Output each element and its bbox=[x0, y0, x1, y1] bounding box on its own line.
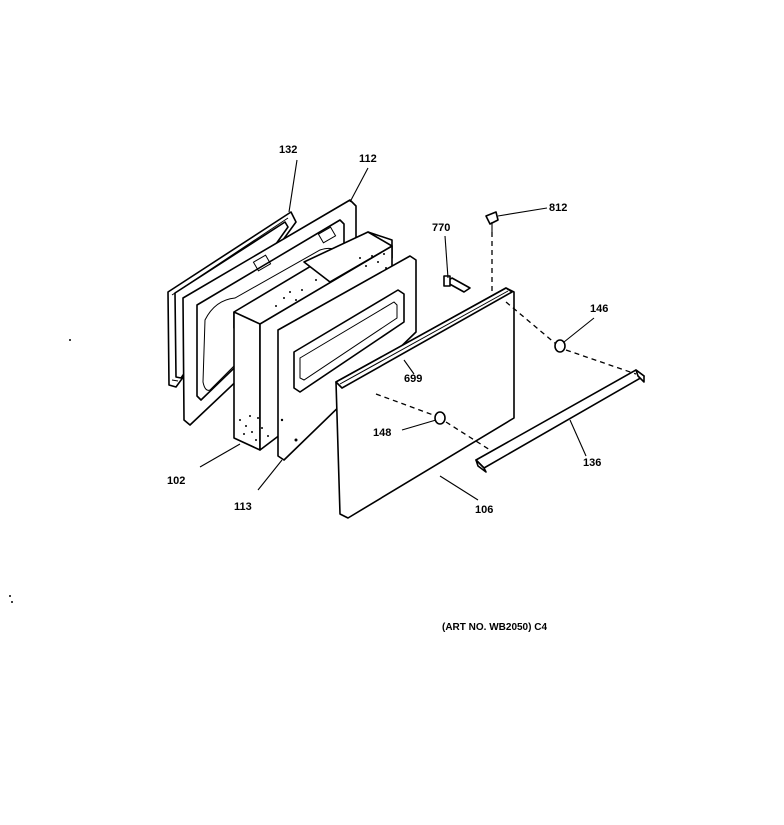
callout-699: 699 bbox=[404, 373, 422, 385]
callout-146: 146 bbox=[590, 303, 608, 315]
callout-770: 770 bbox=[432, 222, 450, 234]
screw-770 bbox=[443, 275, 471, 293]
art-number: (ART NO. WB2050) C4 bbox=[442, 622, 547, 633]
outer-door-glass-106 bbox=[335, 287, 515, 519]
assembly-lines bbox=[375, 232, 637, 451]
washer-146 bbox=[554, 339, 566, 353]
leader-lines bbox=[199, 159, 595, 501]
callout-136: 136 bbox=[583, 457, 601, 469]
callout-113: 113 bbox=[234, 501, 252, 513]
callout-812: 812 bbox=[549, 202, 567, 214]
stray-mark bbox=[11, 601, 13, 603]
screw-812 bbox=[485, 211, 499, 232]
callout-132: 132 bbox=[279, 144, 297, 156]
callout-112: 112 bbox=[359, 153, 377, 165]
stray-mark bbox=[69, 339, 71, 341]
stray-mark bbox=[9, 595, 11, 597]
washer-148 bbox=[434, 411, 446, 425]
callout-148: 148 bbox=[373, 427, 391, 439]
door-frame-113 bbox=[277, 255, 417, 461]
callout-106: 106 bbox=[475, 504, 493, 516]
door-handle-136 bbox=[475, 369, 645, 473]
callout-102: 102 bbox=[167, 475, 185, 487]
